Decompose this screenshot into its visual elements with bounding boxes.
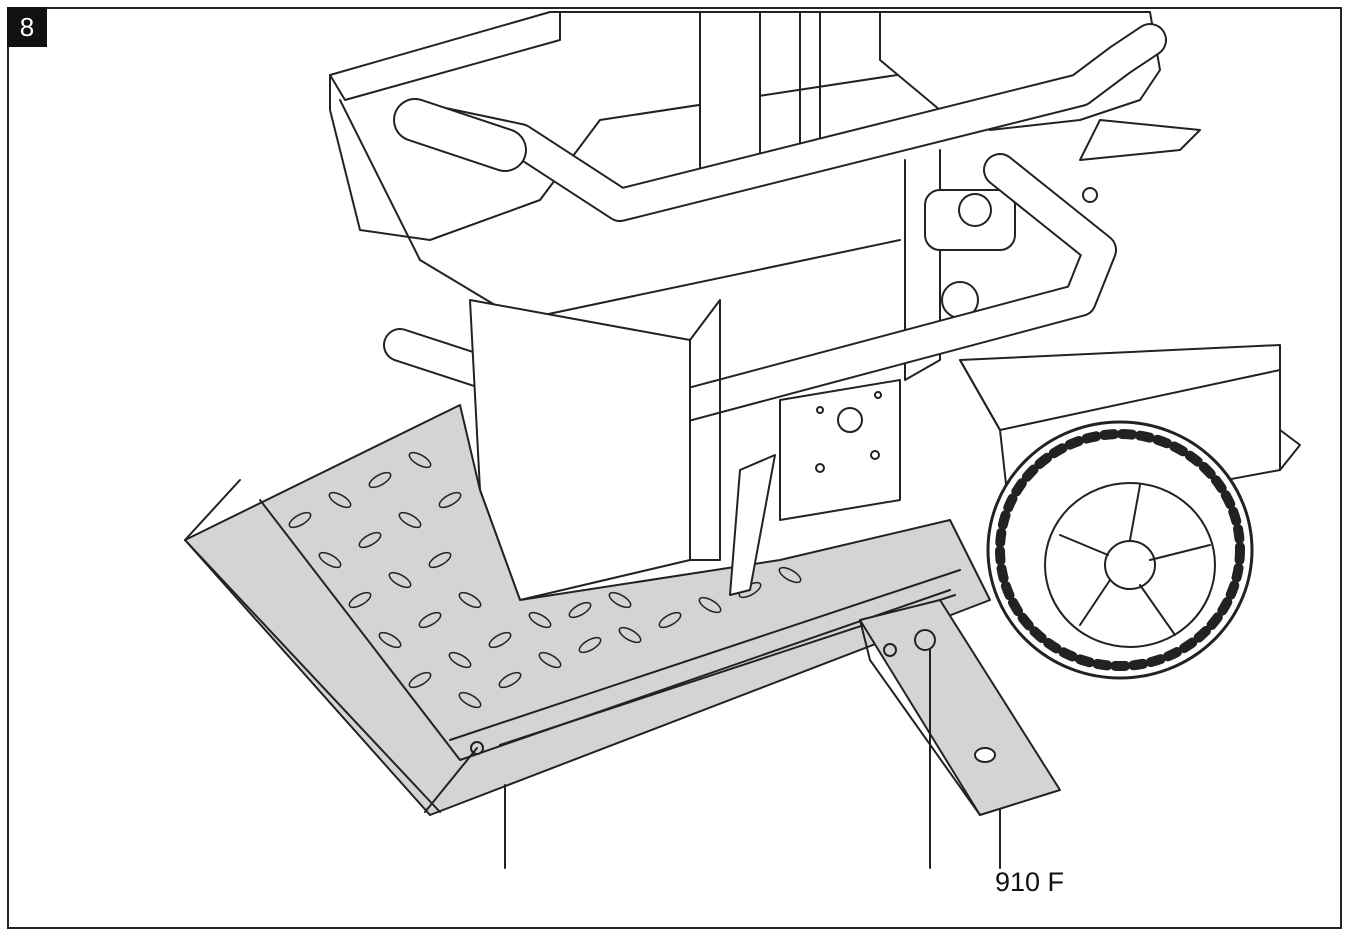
- foot-bracket: [859, 599, 1061, 816]
- wheel: [986, 420, 1254, 680]
- leader-lines: [504, 649, 1001, 869]
- tread-pattern: [288, 451, 802, 709]
- upper-handle-bar: [393, 23, 1167, 222]
- top-plate: [329, 11, 941, 321]
- base-body: [469, 299, 901, 601]
- figure-number-badge: 8: [7, 7, 47, 47]
- splitting-wedge: [729, 454, 776, 596]
- part-callout-label: 910 F: [995, 867, 1065, 897]
